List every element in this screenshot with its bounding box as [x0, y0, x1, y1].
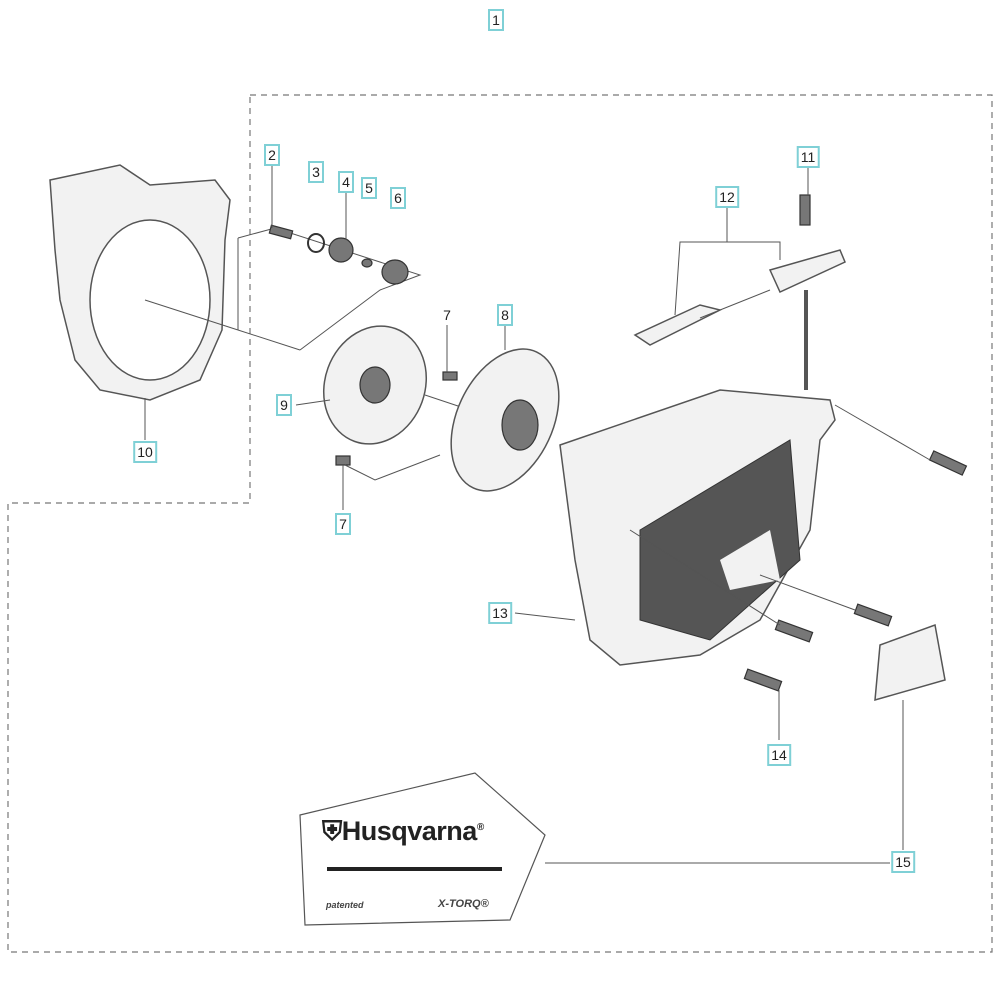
decal-right-text: X-TORQ® — [438, 898, 489, 910]
part-10-fan-housing — [49, 164, 239, 440]
callout-7-top[interactable]: 7 — [443, 307, 451, 323]
callout-4[interactable]: 4 — [338, 171, 354, 193]
callout-2[interactable]: 2 — [264, 144, 280, 166]
callout-5[interactable]: 5 — [361, 177, 377, 199]
decal-brand-text: ⛨Husqvarna® — [322, 816, 484, 846]
part-11-12-handle — [633, 168, 846, 390]
small-parts-2-6 — [268, 165, 409, 285]
callout-15[interactable]: 15 — [891, 851, 915, 873]
screw-7-top — [442, 371, 458, 381]
part-9-rope-pulley — [295, 325, 471, 445]
part-15-plate — [874, 623, 946, 702]
callout-1[interactable]: 1 — [488, 9, 504, 31]
decal-left-text: patented — [326, 900, 364, 910]
callout-6[interactable]: 6 — [390, 187, 406, 209]
callout-14[interactable]: 14 — [767, 744, 791, 766]
callout-9[interactable]: 9 — [276, 394, 292, 416]
callout-10[interactable]: 10 — [133, 441, 157, 463]
callout-3[interactable]: 3 — [308, 161, 324, 183]
callout-8[interactable]: 8 — [497, 304, 513, 326]
decal-bar — [327, 867, 502, 871]
callout-13[interactable]: 13 — [488, 602, 512, 624]
part-13-starter-cover — [514, 389, 836, 666]
decal-outline — [299, 772, 546, 926]
callout-7-bottom[interactable]: 7 — [335, 513, 351, 535]
assembly-dashed-boundary — [7, 94, 993, 953]
part-8-starter-spring — [450, 325, 560, 492]
callout-12[interactable]: 12 — [715, 186, 739, 208]
screw-7-bottom — [335, 455, 351, 466]
callout-11[interactable]: 11 — [796, 146, 820, 168]
screws-14 — [629, 404, 968, 740]
